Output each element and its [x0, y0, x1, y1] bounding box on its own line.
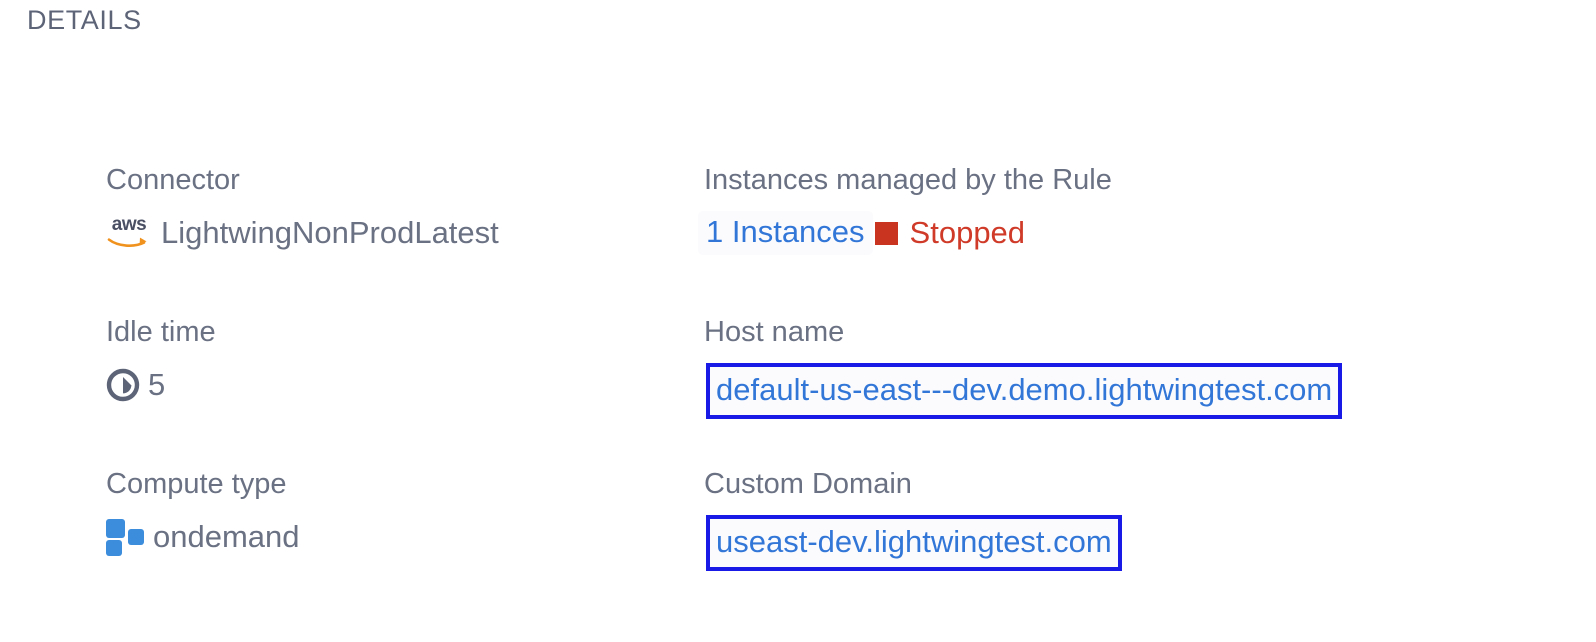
host-name-value-row: default-us-east---dev.demo.lightwingtest… [704, 363, 1343, 419]
compute-type-value-row: ondemand [106, 515, 300, 559]
connector-value-row: aws LightwingNonProdLatest [106, 211, 499, 255]
idle-time-value-row: 5 [106, 363, 216, 407]
clock-icon [106, 368, 140, 402]
custom-domain-link[interactable]: useast-dev.lightwingtest.com [706, 515, 1122, 571]
page-title: DETAILS [27, 5, 142, 35]
instances-label: Instances managed by the Rule [704, 164, 1112, 196]
host-name-label: Host name [704, 316, 845, 348]
aws-logo-icon: aws [106, 214, 152, 250]
details-row: Idle time 5 Host name default-us-east---… [0, 312, 1596, 464]
field-instances: Instances managed by the Rule 1 Instance… [698, 160, 1112, 255]
field-compute-type: Compute type ondemand [106, 464, 300, 559]
compute-type-value: ondemand [153, 519, 300, 554]
instances-count-link[interactable]: 1 Instances [698, 211, 873, 255]
compute-type-label: Compute type [106, 468, 287, 500]
idle-time-value: 5 [148, 367, 166, 402]
custom-domain-label: Custom Domain [704, 468, 912, 500]
compute-square-b [128, 529, 144, 545]
status-label: Stopped [909, 215, 1026, 250]
host-name-link[interactable]: default-us-east---dev.demo.lightwingtest… [706, 363, 1343, 419]
aws-swoosh-icon [107, 237, 147, 247]
aws-wordmark-label: aws [111, 214, 147, 235]
field-host-name: Host name default-us-east---dev.demo.lig… [704, 312, 1343, 419]
details-grid: Connector aws LightwingNonProdLatest Ins… [0, 160, 1596, 616]
idle-time-label: Idle time [106, 316, 216, 348]
stopped-square-icon [874, 221, 898, 245]
instances-value-row: 1 Instances Stopped [698, 211, 1112, 255]
compute-square-c [106, 540, 122, 556]
compute-squares-icon [106, 519, 144, 556]
details-row: Connector aws LightwingNonProdLatest Ins… [0, 160, 1596, 312]
compute-square-a [106, 519, 125, 538]
status-badge: Stopped [874, 213, 1026, 253]
connector-label: Connector [106, 164, 240, 196]
field-connector: Connector aws LightwingNonProdLatest [106, 160, 499, 255]
custom-domain-value-row: useast-dev.lightwingtest.com [704, 515, 1122, 571]
field-idle-time: Idle time 5 [106, 312, 216, 407]
field-custom-domain: Custom Domain useast-dev.lightwingtest.c… [704, 464, 1122, 571]
details-row: Compute type ondemand Custom Domain usea… [0, 464, 1596, 616]
connector-name: LightwingNonProdLatest [161, 215, 499, 250]
